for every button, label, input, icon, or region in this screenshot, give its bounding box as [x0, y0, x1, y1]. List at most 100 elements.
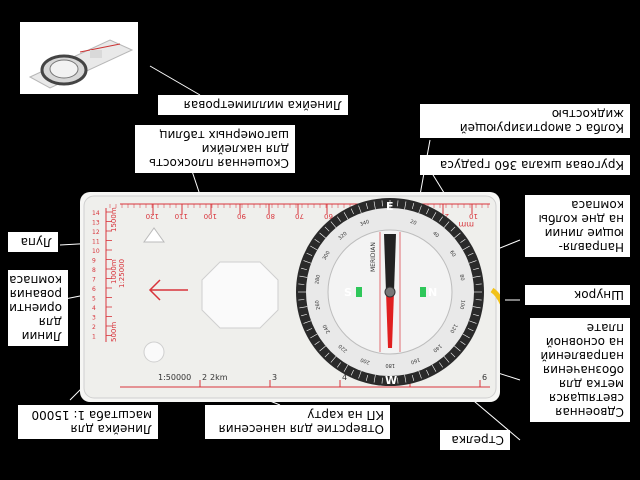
- bezel-tick: [439, 216, 444, 222]
- bezel-tick: [472, 275, 481, 278]
- mm-unit-label: mm: [458, 220, 474, 229]
- needle-pivot: [384, 286, 396, 298]
- bezel-tick: [454, 232, 461, 239]
- left-tick-label: 14: [92, 210, 100, 217]
- label-arrow: Стрелка: [440, 430, 510, 450]
- degree-label: 200: [360, 356, 371, 365]
- bezel-tick: [365, 203, 369, 210]
- bezel-tick: [299, 275, 308, 278]
- bezel-tick: [336, 362, 341, 368]
- bezel-tick: [306, 328, 313, 332]
- degree-label: 220: [338, 343, 349, 354]
- bezel-tick: [298, 283, 305, 285]
- bezel-tick: [314, 238, 320, 243]
- bezel-tick: [336, 216, 341, 222]
- degree-label: 100: [458, 299, 466, 309]
- degree-label: 40: [431, 231, 440, 240]
- side-scale-1500: 1500m: [110, 207, 118, 232]
- left-tick-label: 8: [92, 267, 96, 274]
- bezel-tick: [381, 377, 383, 384]
- side-scale-1000: 1000m: [110, 259, 118, 284]
- compass-baseplate: 102030405060708090100110120 mm 141312111…: [80, 192, 523, 402]
- bezel-tick: [472, 306, 481, 309]
- needle-north: [386, 292, 394, 348]
- bezel-tick: [343, 212, 349, 220]
- bezel-tick: [299, 306, 308, 309]
- left-tick-label: 5: [92, 296, 96, 303]
- magnifier-lens: [143, 227, 165, 243]
- degree-label: 80: [458, 274, 465, 281]
- bezel-tick: [472, 267, 479, 271]
- bezel-tick: [475, 299, 482, 301]
- bezel-tick: [411, 203, 415, 210]
- degree-label: 140: [432, 342, 443, 353]
- compass-thumbnail: [20, 22, 138, 94]
- km-tick-label: 3: [272, 373, 277, 382]
- brand-text: MERIDIAN: [370, 242, 377, 272]
- bezel-tick: [310, 333, 318, 339]
- degree-label: 60: [448, 250, 456, 259]
- needle-south: [384, 234, 396, 292]
- label-luminous-mark: Сдвоенная светящаяся метка для обозначен…: [530, 318, 630, 422]
- bezel-tick: [350, 369, 354, 376]
- bezel-tick: [397, 200, 399, 207]
- degree-label: 180: [385, 362, 395, 368]
- label-degree-scale: Круговая шкала 360 градуса: [420, 155, 630, 175]
- bezel-tick: [404, 374, 407, 383]
- bezel-tick: [454, 345, 461, 352]
- bezel-tick: [431, 364, 437, 372]
- bezel-tick: [460, 341, 466, 346]
- bezel-tick: [319, 345, 326, 352]
- bezel-tick: [426, 369, 430, 376]
- mm-tick-label: 110: [175, 212, 188, 220]
- bezel-tick: [475, 283, 482, 285]
- bezel-tick: [310, 245, 318, 251]
- side-scale-500: 500m: [110, 322, 118, 342]
- left-tick-label: 13: [92, 220, 100, 227]
- bezel-tick: [319, 232, 326, 239]
- scale-ratio-label: 1:50000: [158, 373, 191, 382]
- left-tick-label: 3: [92, 315, 96, 322]
- bezel-tick: [426, 208, 430, 215]
- bezel-tick: [303, 320, 312, 324]
- degree-label: 120: [448, 323, 458, 334]
- mm-tick-label: 80: [266, 212, 275, 220]
- bezel-tick: [418, 370, 422, 379]
- km-tick-label: 4: [342, 373, 347, 382]
- mm-tick-label: 70: [295, 212, 304, 220]
- bezel-tick: [462, 333, 470, 339]
- bezel-tick: [439, 362, 444, 368]
- bezel-tick: [467, 328, 474, 332]
- bezel-tick: [468, 320, 477, 324]
- bezel-tick: [330, 356, 337, 363]
- bezel-tick: [460, 238, 466, 243]
- bezel-tick: [324, 226, 330, 232]
- degree-label: 160: [410, 356, 421, 365]
- cardinal-w: W: [385, 374, 397, 387]
- bezel-tick: [462, 245, 470, 251]
- label-magnifier: Лупа: [8, 232, 58, 252]
- mm-tick-label: 90: [237, 212, 246, 220]
- degree-label: 340: [359, 219, 370, 228]
- bezel-tick: [358, 370, 362, 379]
- cardinal-e: E: [386, 200, 394, 213]
- bezel-tick: [443, 221, 450, 228]
- label-damping-liquid: Колба с амортизирующей жидкостью: [420, 104, 630, 138]
- baseplate-drawing: 102030405060708090100110120 mm 141312111…: [83, 195, 523, 399]
- left-tick-label: 10: [92, 248, 100, 255]
- degree-label: 20: [409, 219, 417, 227]
- bezel-tick: [306, 252, 313, 256]
- label-lanyard: Шнурок: [525, 285, 630, 305]
- bezel-tick: [467, 252, 474, 256]
- mm-tick-label: 100: [204, 212, 217, 220]
- cardinal-s: S: [344, 286, 352, 299]
- degree-label: 240: [322, 323, 332, 334]
- bezel-tick: [373, 201, 376, 210]
- left-tick-label: 6: [92, 286, 96, 293]
- luminous-mark: [420, 287, 426, 297]
- left-tick-label: 4: [92, 305, 96, 312]
- degree-scale: 2040608010012014016018020022024026028030…: [314, 219, 465, 368]
- bezel-tick: [381, 200, 383, 207]
